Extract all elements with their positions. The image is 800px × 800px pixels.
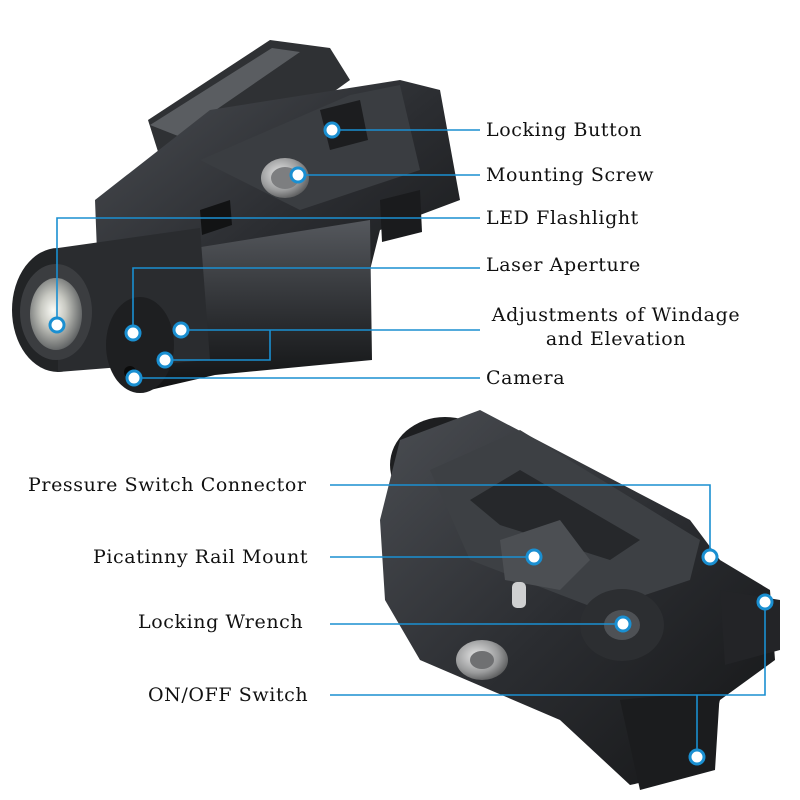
label-locking-wrench: Locking Wrench [138,611,304,633]
top-front-face [106,297,174,393]
leader-adjustments-b [165,330,271,361]
bottom-clamp-block [500,520,590,590]
label-mounting-screw: Mounting Screw [486,164,655,186]
dot-on-off-a [756,593,774,611]
dot-mounting-screw [289,166,307,184]
bottom-device [380,410,780,790]
dot-led-flashlight [48,316,66,334]
dot-locking-wrench [614,615,632,633]
dot-windage [172,321,190,339]
callout-dots [48,121,774,766]
top-flashlight-lens [30,278,82,350]
leader-laser-aperture [132,267,480,332]
top-slot-2 [380,190,422,242]
dot-picatinny [525,548,543,566]
dot-laser-aperture [124,324,142,342]
bottom-screw-inner [470,651,494,669]
label-laser-aperture: Laser Aperture [486,254,641,276]
label-adjustments-line2: and Elevation [545,328,687,350]
top-device [12,40,460,393]
leader-led-flashlight [56,217,480,325]
dot-camera [125,369,143,387]
dot-on-off-b [688,748,706,766]
bottom-pin [512,582,526,608]
label-led-flashlight: LED Flashlight [486,207,639,229]
label-camera: Camera [486,367,566,389]
top-side-plate [200,85,420,210]
dot-locking-button [323,121,341,139]
label-picatinny-rail-mount: Picatinny Rail Mount [93,546,309,568]
label-on-off-switch: ON/OFF Switch [148,684,309,706]
leader-pressure-switch [330,484,711,556]
label-adjustments-line1: Adjustments of Windage [491,304,741,326]
leader-lines [56,129,766,756]
dot-elevation [156,351,174,369]
top-rail-highlight [150,48,300,136]
bottom-rail-groove [470,470,640,560]
dot-pressure-switch [701,548,719,566]
label-locking-button: Locking Button [486,119,643,141]
leader-on-off-a [330,602,766,696]
label-pressure-switch-connector: Pressure Switch Connector [28,474,307,496]
label-adjustments: Adjustments of Windage and Elevation [486,303,746,351]
